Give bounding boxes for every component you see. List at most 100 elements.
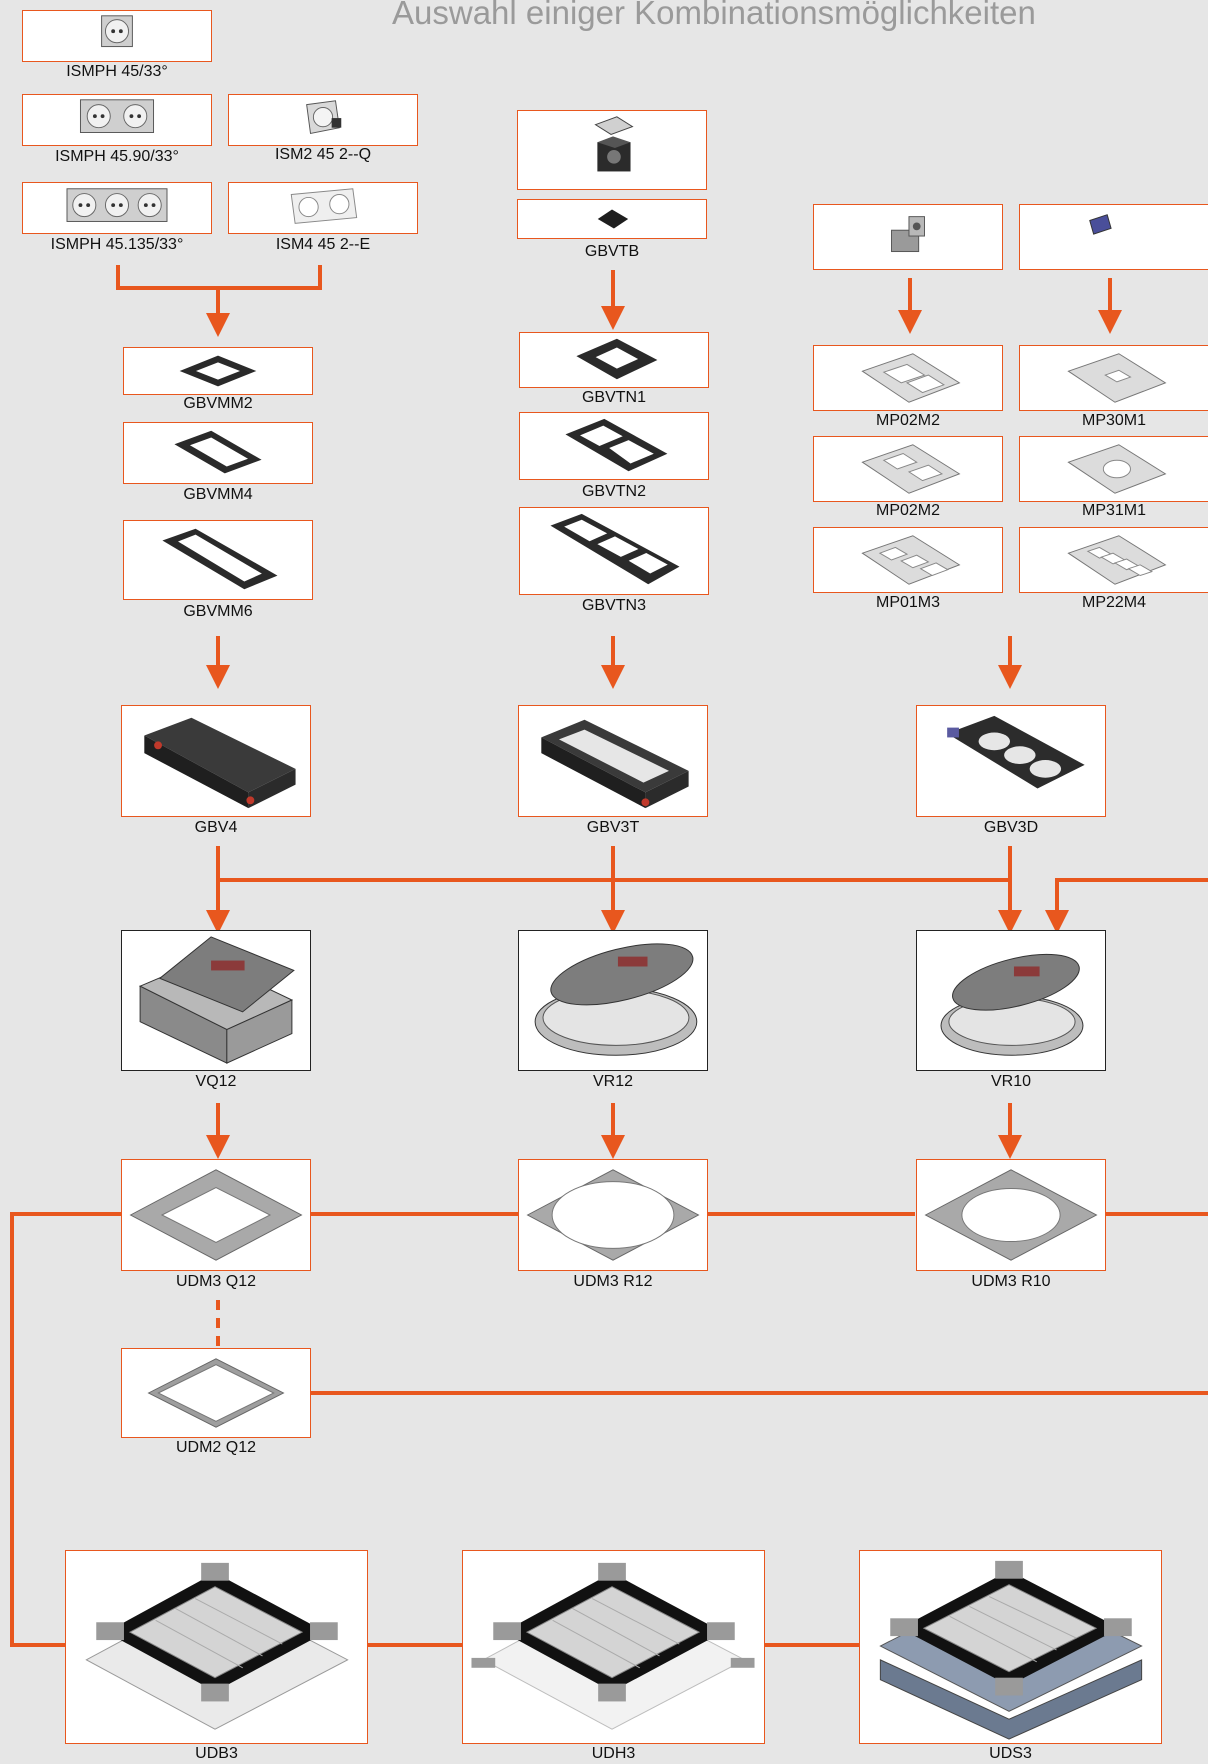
gbv4-box <box>121 705 311 817</box>
gbvtb-box <box>517 199 707 239</box>
mp02m2-b-label: MP02M2 <box>875 502 941 519</box>
socket-label-1: ISMPH 45/33° <box>66 63 168 80</box>
mp22m4-box <box>1019 527 1208 593</box>
triple-socket-icon <box>66 188 168 222</box>
socket-label-4: ISMPH 45.135/33° <box>50 236 184 253</box>
mp01m3-box <box>813 527 1003 593</box>
gbvmm6-box <box>123 520 313 600</box>
vr12-box <box>518 930 708 1071</box>
tub-gbv3d-icon <box>947 715 1085 789</box>
cover-plate-icon <box>597 209 629 229</box>
gbvmm4-label: GBVMM4 <box>183 486 253 503</box>
mp30m1-box <box>1019 345 1208 411</box>
udm2-q12-label: UDM2 Q12 <box>175 1439 257 1456</box>
round-cut-plate-icon <box>526 1169 700 1261</box>
mp31m1-box <box>1019 436 1208 502</box>
socket-box-1 <box>22 10 212 62</box>
mounting-plate-2-icon <box>861 353 961 403</box>
udm3-r12-label: UDM3 R12 <box>573 1273 653 1290</box>
gbv4-label: GBV4 <box>194 819 238 836</box>
gbvmm2-box <box>123 347 313 395</box>
gbvtn3-label: GBVTN3 <box>581 597 646 614</box>
connector-box-left <box>813 204 1003 270</box>
udh3-label: UDH3 <box>591 1745 636 1762</box>
mp31m1-label: MP31M1 <box>1081 502 1147 519</box>
gbvtn2-box <box>519 412 709 480</box>
mounting-plate-vga-icon <box>1067 353 1167 403</box>
tub-gbv3t-icon <box>541 719 689 809</box>
gbvtb-label: GBVTB <box>584 243 640 260</box>
socket-label-3: ISM2 45 2--Q <box>274 146 372 163</box>
vr12-label: VR12 <box>592 1073 634 1090</box>
udb3-box <box>65 1550 368 1744</box>
socket-box-5 <box>228 182 418 234</box>
gbvtn1-box <box>519 332 709 388</box>
mp02m2-a-box <box>813 345 1003 411</box>
mounting-plate-round-icon <box>1067 444 1167 494</box>
vr10-box <box>916 930 1106 1071</box>
gbv3d-box <box>916 705 1106 817</box>
single-socket-icon <box>101 15 133 48</box>
square-frame-plate-icon <box>147 1358 285 1428</box>
gbvmm4-box <box>123 422 313 484</box>
gbvtn3-box <box>519 507 709 595</box>
frame-4-icon <box>174 430 262 474</box>
mounting-plate-4-icon <box>1067 535 1167 585</box>
round-cut-plate-small-icon <box>924 1169 1098 1261</box>
raised-floor-box-udb3-icon <box>85 1562 349 1730</box>
vr10-label: VR10 <box>990 1073 1032 1090</box>
udm3-q12-label: UDM3 Q12 <box>175 1273 257 1290</box>
gbvmm6-label: GBVMM6 <box>183 603 253 620</box>
udm3-q12-box <box>121 1159 311 1271</box>
udm2-q12-box <box>121 1348 311 1438</box>
mounting-plate-3-icon <box>861 535 961 585</box>
socket-label-2: ISMPH 45.90/33° <box>55 148 179 165</box>
gbvtn1-label: GBVTN1 <box>581 389 646 406</box>
square-floorbox-icon <box>138 936 295 1064</box>
udb3-label: UDB3 <box>195 1745 238 1762</box>
round-floorbox-icon <box>534 943 698 1056</box>
connector-box-right <box>1019 204 1208 270</box>
square-mounting-plate-icon <box>129 1169 303 1261</box>
page-title: Auswahl einiger Kombinationsmöglichkeite… <box>392 0 1036 31</box>
frame-6-icon <box>162 528 278 590</box>
gbvtn2-label: GBVTN2 <box>581 483 646 500</box>
frame-tn3-icon <box>550 513 680 585</box>
raised-floor-box-uds3-icon <box>879 1560 1143 1740</box>
mp30m1-label: MP30M1 <box>1081 412 1147 429</box>
frame-2-icon <box>179 355 257 387</box>
udm3-r10-label: UDM3 R10 <box>971 1273 1051 1290</box>
socket-insert-icon <box>594 116 634 172</box>
socket-box-3 <box>228 94 418 146</box>
gbv3t-box <box>518 705 708 817</box>
socket-box-4 <box>22 182 212 234</box>
raised-floor-box-udh3-icon <box>471 1562 755 1730</box>
socket-box-2 <box>22 94 212 146</box>
gbvmm2-label: GBVMM2 <box>183 395 253 412</box>
gbvtb-insert-box <box>517 110 707 190</box>
white-double-socket-icon <box>290 188 358 224</box>
gbv3d-label: GBV3D <box>983 819 1039 836</box>
mp22m4-label: MP22M4 <box>1081 594 1147 611</box>
udm3-r10-box <box>916 1159 1106 1271</box>
angled-socket-icon <box>306 100 342 135</box>
uds3-label: UDS3 <box>989 1745 1032 1762</box>
double-socket-icon <box>79 99 155 133</box>
vga-connector-icon <box>1089 214 1112 235</box>
mounting-plate-2b-icon <box>861 444 961 494</box>
frame-tn2-icon <box>565 418 668 472</box>
vq12-box <box>121 930 311 1071</box>
mp02m2-b-box <box>813 436 1003 502</box>
round-floorbox-small-icon <box>940 953 1084 1056</box>
tub-gbv4-icon <box>144 717 296 809</box>
mp01m3-label: MP01M3 <box>875 594 941 611</box>
gbv3t-label: GBV3T <box>586 819 640 836</box>
arrow-right-to-vr10 <box>1045 878 1208 934</box>
udm3-r12-box <box>518 1159 708 1271</box>
vq12-label: VQ12 <box>195 1073 237 1090</box>
socket-label-5: ISM4 45 2--E <box>275 236 371 253</box>
uds3-box <box>859 1550 1162 1744</box>
mp02m2-a-label: MP02M2 <box>875 412 941 429</box>
socket-bracket-line <box>116 265 322 290</box>
